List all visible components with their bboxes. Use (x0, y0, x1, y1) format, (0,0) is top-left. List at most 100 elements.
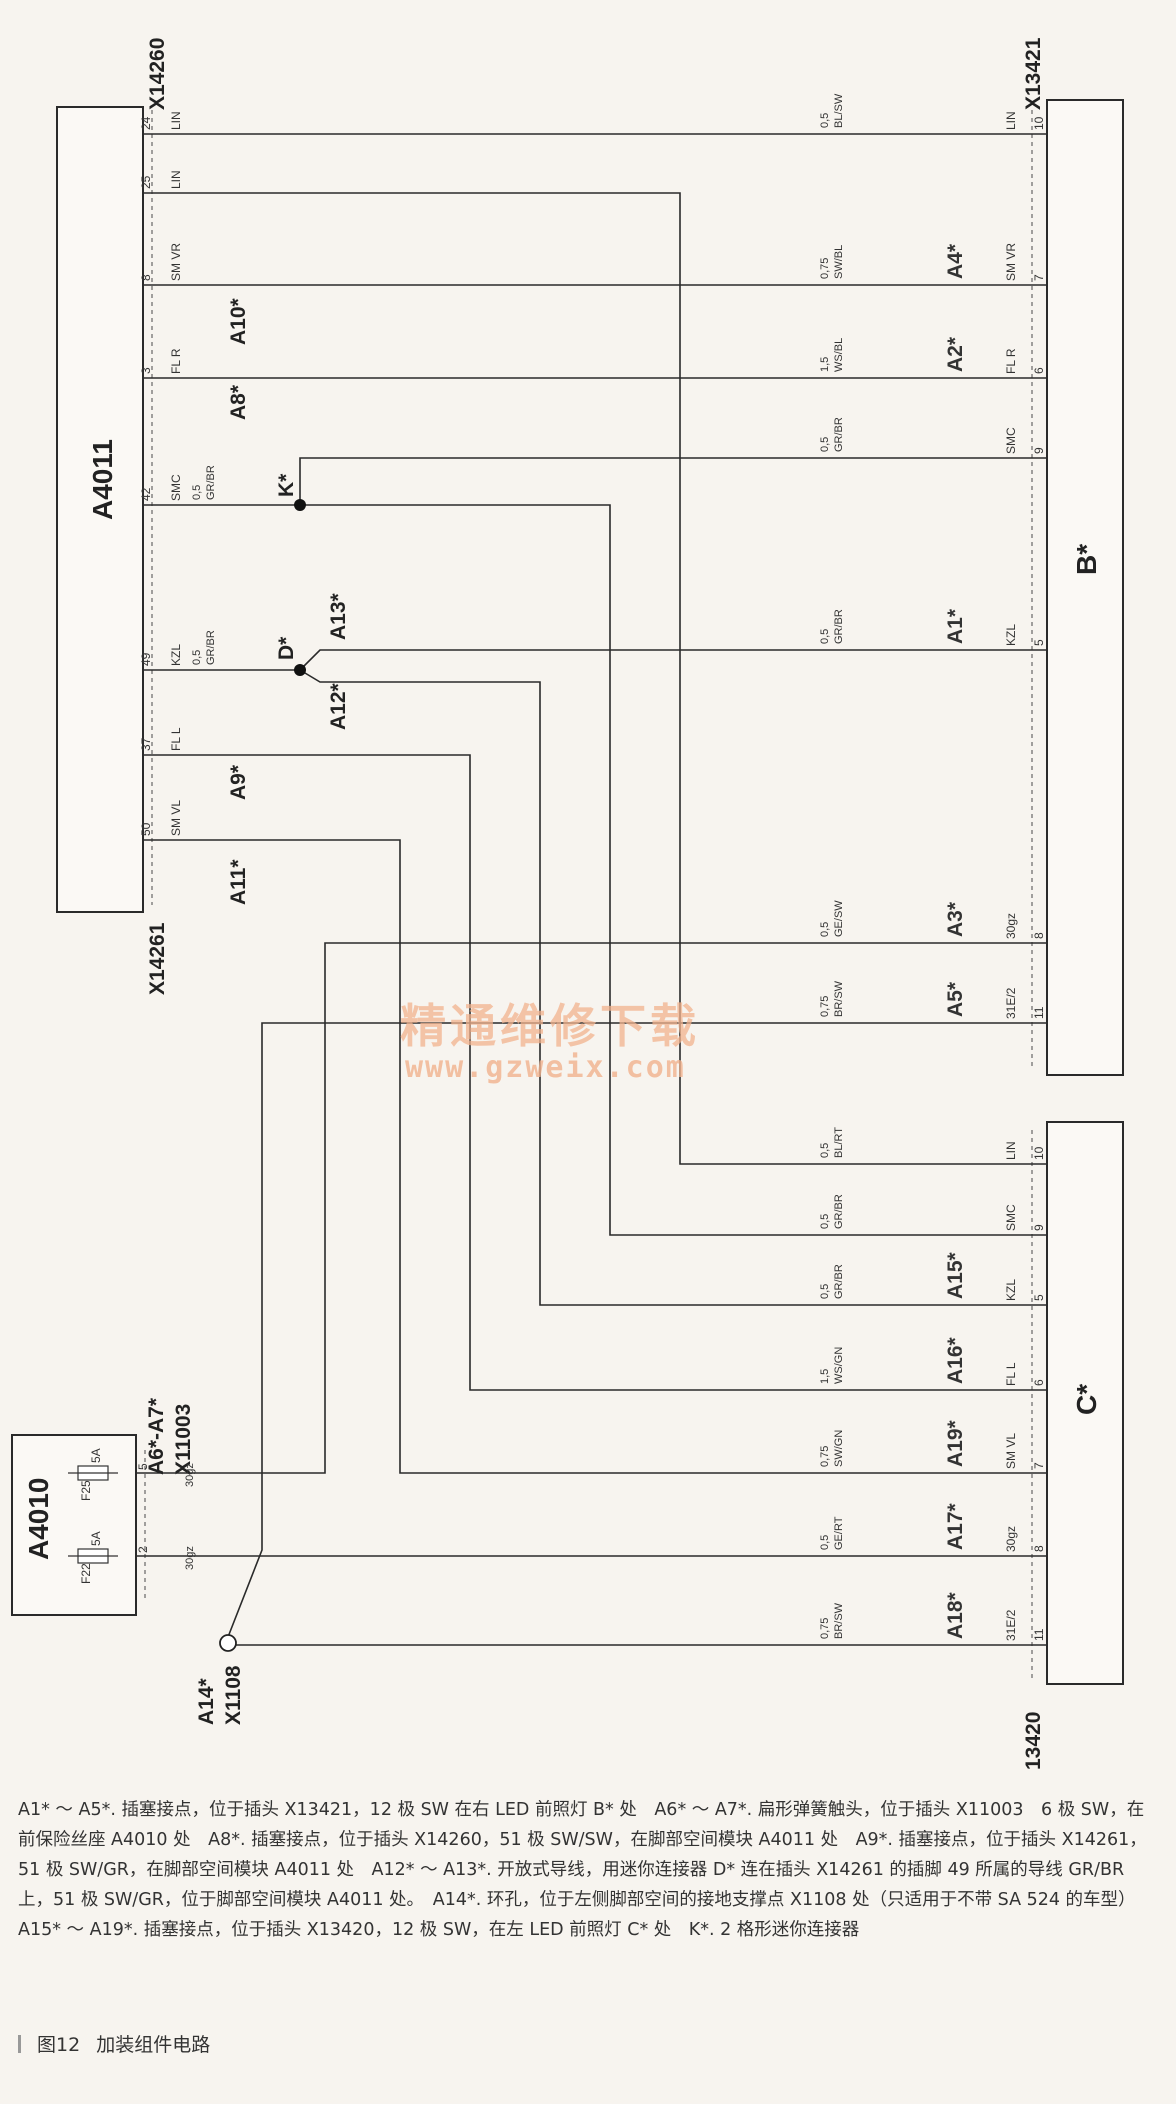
fuse-terminal: 30gz (184, 1463, 196, 1487)
figure-bar (18, 2035, 21, 2053)
b-pin-signal: 31E/2 (1004, 987, 1018, 1019)
a4011-kzl-wire-color: GR/BR (205, 630, 217, 665)
c-pin-number: 7 (1032, 1462, 1046, 1469)
a4011-pin-signal: SMC (169, 474, 183, 501)
b-wire-size: 0,75 (819, 258, 831, 279)
b-pin-number: 5 (1032, 639, 1046, 646)
b-pin-number: 11 (1032, 1006, 1046, 1019)
a4011-pin-number: 50 (139, 822, 153, 836)
b-wire-size: 0,5 (819, 113, 831, 128)
b-pin-number: 10 (1032, 116, 1046, 130)
b-wire-size: 0,75 (819, 996, 831, 1017)
b-pin-number: 9 (1032, 447, 1046, 454)
fuse-terminal: 30gz (184, 1546, 196, 1570)
c-pin-signal: 30gz (1004, 1526, 1018, 1552)
b-pin-signal: SM VR (1004, 243, 1018, 281)
c-contact-label: A15* (944, 1251, 967, 1299)
c-pin-signal: LIN (1004, 1141, 1018, 1160)
a4011-kzl-wire-size: 0,5 (191, 650, 203, 665)
figure-number: 图12 (37, 2034, 81, 2056)
c-pin-number: 11 (1032, 1628, 1046, 1641)
watermark-cn: 精通维修下载 (400, 999, 700, 1053)
a4011-contact-label: A9* (227, 764, 250, 800)
figure-caption: A1* ～ A5*. 插塞接点，位于插头 X13421，12 极 SW 在右 L… (18, 1800, 1147, 1940)
connector-a6-a7-label: A6*-A7* (145, 1397, 168, 1475)
ground-a14-label: A14* (195, 1677, 218, 1725)
a4011-pin-signal: LIN (169, 170, 183, 189)
a4011-pin-number: 3 (139, 367, 153, 374)
a4011-pin-signal: FL L (169, 727, 183, 751)
c-wire-color: GE/RT (833, 1516, 845, 1550)
c-pin-number: 5 (1032, 1294, 1046, 1301)
b-wire-color: WS/BL (833, 338, 845, 372)
b-wire-color: SW/BL (833, 245, 845, 279)
b-contact-label: A2* (944, 336, 967, 372)
wiring-diagram: A4011 B* C* A4010 X14260 X13421 X14261 A… (11, 37, 1124, 1770)
c-pin-signal: SM VL (1004, 1433, 1018, 1469)
c-wire-size: 0,75 (819, 1618, 831, 1639)
b-pin-number: 6 (1032, 367, 1046, 374)
a4011-pin-signal: FL R (169, 348, 183, 374)
c-wire-color: SW/GN (833, 1430, 845, 1467)
fuse-pin: 5 (136, 1463, 150, 1470)
a4011-pin-number: 8 (139, 274, 153, 281)
c-pin-number: 10 (1032, 1146, 1046, 1160)
fuse-name: F25 (79, 1480, 93, 1501)
b-contact-label: A5* (944, 981, 967, 1017)
splice-d-dot (294, 664, 306, 676)
c-pin-number: 9 (1032, 1224, 1046, 1231)
fuse-rating: 5A (89, 1448, 103, 1463)
a4011-pin-number: 24 (139, 116, 153, 130)
c-pin-signal: KZL (1004, 1279, 1018, 1301)
headlight-c-box (1046, 1121, 1124, 1685)
headlight-c-label: C* (1071, 1384, 1102, 1415)
fuse-name: F22 (79, 1563, 93, 1584)
c-pin-signal: FL L (1004, 1362, 1018, 1386)
a4011-pin-signal: LIN (169, 111, 183, 130)
b-pin-number: 8 (1032, 932, 1046, 939)
c-contact-label: A18* (944, 1591, 967, 1639)
headlight-b-box (1046, 99, 1124, 1076)
c-contact-label: A16* (944, 1336, 967, 1384)
b-pin-number: 7 (1032, 274, 1046, 281)
c-wire-size: 1,5 (819, 1369, 831, 1384)
a4011-contact-label: A10* (227, 297, 250, 345)
c-wire-color: GR/BR (833, 1264, 845, 1299)
a4011-pin-signal: SM VL (169, 800, 183, 836)
splice-d-label: D* (275, 636, 298, 660)
fuse-box-a4010-box (11, 1434, 137, 1616)
c-pin-number: 8 (1032, 1545, 1046, 1552)
a4011-pin-number: 37 (139, 737, 153, 751)
fuse-rating: 5A (89, 1531, 103, 1546)
c-wire-color: BL/RT (833, 1127, 845, 1158)
a4011-contact-label: A13* (327, 592, 350, 640)
c-wire-color: BR/SW (833, 1602, 845, 1639)
a4011-pin-signal: SM VR (169, 243, 183, 281)
module-a4011-box (56, 106, 144, 913)
a4011-contact-label: A12* (327, 682, 350, 730)
b-wire-size: 0,5 (819, 437, 831, 452)
b-wire-size: 0,5 (819, 629, 831, 644)
b-pin-signal: SMC (1004, 427, 1018, 454)
c-pin-signal: SMC (1004, 1204, 1018, 1231)
ground-ring-a14 (219, 1634, 237, 1652)
c-wire-color: WS/GN (833, 1347, 845, 1384)
b-wire-color: GR/BR (833, 609, 845, 644)
c-wire-size: 0,5 (819, 1535, 831, 1550)
figure-title: 加装组件电路 (96, 2034, 211, 2056)
c-contact-label: A19* (944, 1419, 967, 1467)
a4011-contact-label: A11* (227, 859, 250, 905)
ground-x1108-label: X1108 (222, 1665, 245, 1725)
b-wire-color: GR/BR (833, 417, 845, 452)
c-wire-size: 0,5 (819, 1214, 831, 1229)
b-wire-size: 0,5 (819, 922, 831, 937)
a4011-smc-wire-color: GR/BR (205, 465, 217, 500)
splice-k-label: K* (275, 473, 298, 497)
watermark-url: www.gzweix.com (405, 1050, 686, 1085)
a4011-pin-number: 49 (139, 652, 153, 666)
splice-k-dot (294, 499, 306, 511)
b-pin-signal: 30gz (1004, 913, 1018, 939)
connector-x14260-label: X14260 (146, 38, 169, 110)
b-wire-size: 1,5 (819, 357, 831, 372)
b-wire-color: GE/SW (833, 900, 845, 937)
